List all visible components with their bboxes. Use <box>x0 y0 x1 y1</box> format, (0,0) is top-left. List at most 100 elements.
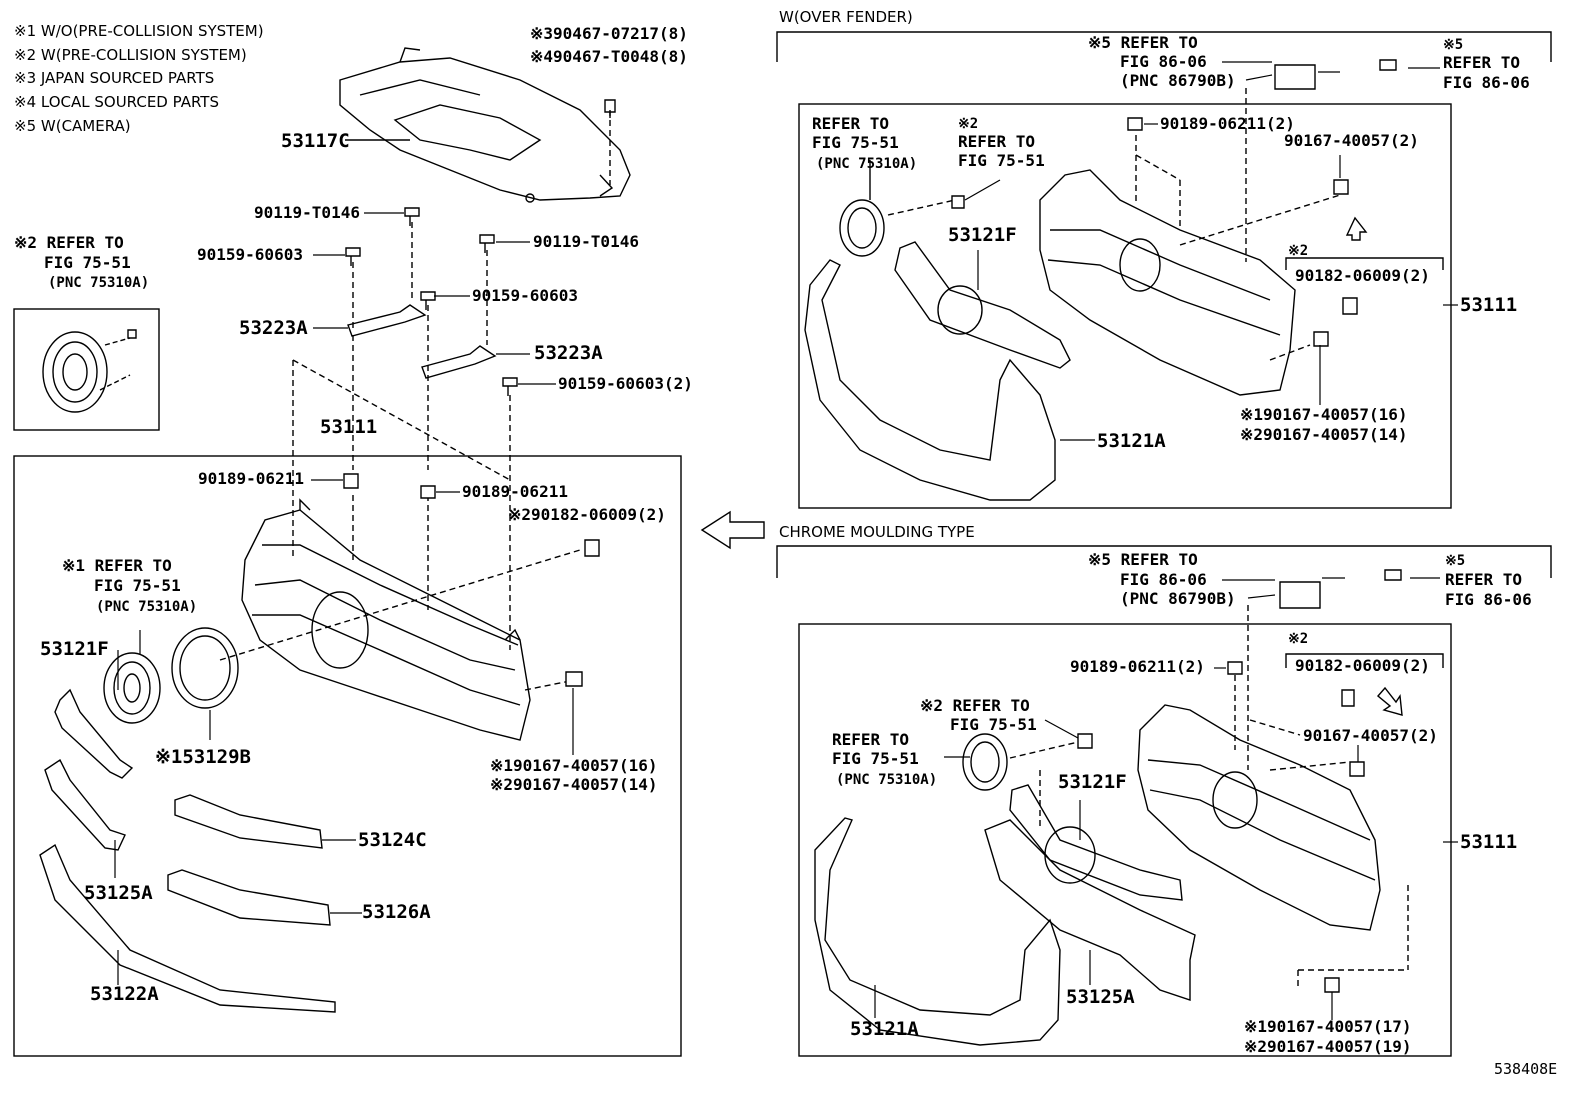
inset-ref-2: FIG 75-51 <box>44 253 131 272</box>
ur-emblem-ref2-3: FIG 75-51 <box>958 151 1045 170</box>
lr-moulding-125: 53125A <box>1066 986 1135 1008</box>
label-bracket-1: 53223A <box>239 317 308 339</box>
ur-emblem-ref-2: FIG 75-51 <box>812 133 899 152</box>
moulding-53125a-shape <box>44 758 126 851</box>
label-nut-1: 90189-06211 <box>198 469 304 488</box>
clip-top-shape <box>604 99 616 118</box>
ur-grille: 53111 <box>1460 294 1518 316</box>
lr-emblem-ref-3: (PNC 75310A) <box>836 772 938 788</box>
lr-cam-ref2-2: REFER TO <box>1445 570 1523 589</box>
main-ref-1: ※1 REFER TO <box>62 556 172 575</box>
bracket-shape-1 <box>347 304 427 337</box>
inset-ref-3: (PNC 75310A) <box>48 275 150 291</box>
label-bolt-2: 90119-T0146 <box>533 232 639 251</box>
lr-fastener: 90167-40057(2) <box>1303 726 1438 745</box>
main-ref-2: FIG 75-51 <box>94 576 181 595</box>
ur-fastener: 90167-40057(2) <box>1284 131 1419 150</box>
legend-item-1: ※1 W/O(PRE-COLLISION SYSTEM) <box>14 22 264 40</box>
lr-cam-ref-1: ※5 REFER TO <box>1088 550 1198 569</box>
legend-item-4: ※4 LOCAL SOURCED PARTS <box>14 93 219 111</box>
label-screw-3: 90159-60603(2) <box>558 374 693 393</box>
bolt-shapes <box>343 207 600 687</box>
ur-cam-ref-1: ※5 REFER TO <box>1088 33 1198 52</box>
lr-moulding-f: 53121F <box>1058 771 1127 793</box>
main-ref-3: (PNC 75310A) <box>96 599 198 615</box>
label-moulding-126: 53126A <box>362 901 431 923</box>
ur-cam-ref2-1: ※5 <box>1443 37 1464 53</box>
lr-emblem-ref2-1: ※2 REFER TO <box>920 696 1030 715</box>
ur-moulding-f-shape <box>894 241 1071 369</box>
ur-moulding-a-shape <box>804 259 1056 501</box>
bracket-shape-2 <box>421 345 497 379</box>
legend-item-2: ※2 W(PRE-COLLISION SYSTEM) <box>14 46 247 64</box>
label-clip-a: ※390467-07217(8) <box>530 24 688 43</box>
lr-cam-ref2-3: FIG 86-06 <box>1445 590 1532 609</box>
chrome-bracket <box>776 545 1552 578</box>
ur-cam-ref2-3: FIG 86-06 <box>1443 73 1530 92</box>
moulding-53124c-shape <box>174 794 323 849</box>
main-frame <box>13 455 682 1057</box>
lr-moulding-a: 53121A <box>850 1018 919 1040</box>
ur-emblem-ref2-2: REFER TO <box>958 132 1036 151</box>
lr-down-arrow-icon <box>1377 686 1403 716</box>
moulding-53122a-shape <box>39 843 336 1013</box>
inset-emblem-shape <box>42 329 137 413</box>
ur-emblem-ref-3: (PNC 75310A) <box>816 156 918 172</box>
ur-nut: 90189-06211(2) <box>1160 114 1295 133</box>
main-emblem-shape <box>103 652 161 724</box>
label-screw-2: 90159-60603 <box>472 286 578 305</box>
lr-moulding-f-shape <box>1009 784 1183 901</box>
label-bracket-2: 53223A <box>534 342 603 364</box>
radiator-cover-shape <box>339 47 631 203</box>
over-fender-bracket <box>776 31 1552 62</box>
label-screw-1: 90159-60603 <box>197 245 303 264</box>
lr-emblem-shape <box>962 733 1008 791</box>
section-over-fender: W(OVER FENDER) <box>779 8 913 26</box>
ur-fastener-1: ※190167-40057(16) <box>1240 405 1408 424</box>
legend-item-5: ※5 W(CAMERA) <box>14 117 131 135</box>
ur-cam-ref2-2: REFER TO <box>1443 53 1521 72</box>
left-inset-frame <box>13 308 160 431</box>
note2-bracket-upper <box>1285 257 1444 270</box>
ur-grille-shape <box>1039 169 1296 396</box>
moulding-53121f-shape <box>54 688 134 779</box>
label-moulding-a: 53125A <box>84 882 153 904</box>
label-fastener-2: ※290167-40057(14) <box>490 775 658 794</box>
lower-right-frame <box>798 623 1452 1057</box>
label-moulding-f: 53121F <box>40 638 109 660</box>
lr-emblem-ref-1: REFER TO <box>832 730 910 749</box>
ur-fastener-2: ※290167-40057(14) <box>1240 425 1408 444</box>
lr-fastener-2: ※290167-40057(19) <box>1244 1037 1412 1056</box>
ur-emblem-ref2-1: ※2 <box>958 116 979 132</box>
label-bolt-1: 90119-T0146 <box>254 203 360 222</box>
label-ring: ※153129B <box>155 746 251 768</box>
lr-grille-shape <box>1137 704 1381 931</box>
main-grille-shape <box>241 498 531 741</box>
lr-cam-ref-2: FIG 86-06 <box>1120 570 1207 589</box>
ring-53129b-shape <box>171 627 239 709</box>
ur-cam-ref-3: (PNC 86790B) <box>1120 71 1236 90</box>
ur-up-arrow-icon <box>1345 216 1368 241</box>
inset-ref-1: ※2 REFER TO <box>14 233 124 252</box>
label-grille: 53111 <box>320 416 378 438</box>
label-moulding-c: 53124C <box>358 829 427 851</box>
lr-nut: 90189-06211(2) <box>1070 657 1205 676</box>
label-nut-2: 90189-06211 <box>462 482 568 501</box>
label-moulding-122: 53122A <box>90 983 159 1005</box>
lr-grille: 53111 <box>1460 831 1518 853</box>
legend-item-3: ※3 JAPAN SOURCED PARTS <box>14 69 215 87</box>
lr-emblem-ref2-2: FIG 75-51 <box>950 715 1037 734</box>
lr-clip: 90182-06009(2) <box>1295 656 1430 675</box>
lr-cam-ref-3: (PNC 86790B) <box>1120 589 1236 608</box>
ur-moulding-a: 53121A <box>1097 430 1166 452</box>
ur-note-2: ※2 <box>1288 243 1309 259</box>
lr-note-2: ※2 <box>1288 631 1309 647</box>
moulding-53126a-shape <box>167 869 331 926</box>
label-clip-b: ※490467-T0048(8) <box>530 47 688 66</box>
ur-emblem-ref-1: REFER TO <box>812 114 890 133</box>
figure-id: 538408E <box>1494 1060 1558 1078</box>
ur-emblem-shape <box>839 160 885 257</box>
upper-right-frame <box>798 103 1452 509</box>
label-fastener-1: ※190167-40057(16) <box>490 756 658 775</box>
section-chrome: CHROME MOULDING TYPE <box>779 523 975 541</box>
